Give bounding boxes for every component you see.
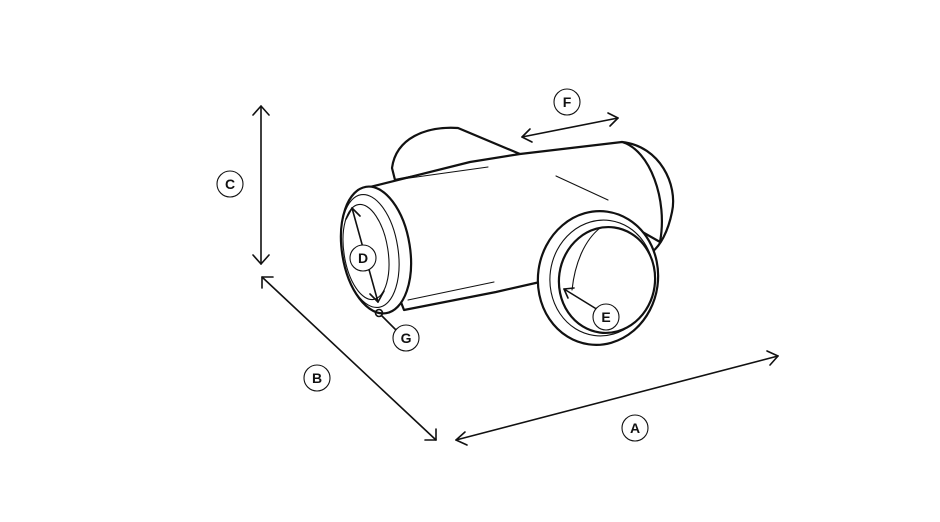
dimension-c-arrow [252,105,270,265]
badge-e: E [592,303,620,331]
badge-a-letter: A [630,420,640,436]
badge-b: B [303,364,331,392]
tee-fitting [339,126,675,346]
body-contour-top [394,166,489,181]
dimension-g-leader [374,308,397,331]
badge-c-letter: C [225,176,235,192]
badge-c: C [216,170,244,198]
front-end-inner-bore [557,225,657,335]
dimension-f-arrow [521,112,619,143]
dimension-a-arrow [455,350,779,446]
badge-f-letter: F [563,94,572,110]
badge-f: F [553,88,581,116]
left-end-collar-ring [340,193,400,309]
badge-g-letter: G [401,330,412,346]
body-contour-bottom [407,281,495,301]
badge-d: D [349,244,377,272]
body-contour-branch [555,175,609,201]
badge-e-letter: E [601,309,610,325]
left-end-inner-bore [342,203,390,301]
badge-b-letter: B [312,370,322,386]
badge-d-letter: D [358,250,368,266]
dimension-b-arrow [261,276,437,441]
badge-g: G [392,324,420,352]
badge-a: A [621,414,649,442]
dimension-arrows [252,105,779,446]
front-end-bore-shadow [571,227,601,291]
